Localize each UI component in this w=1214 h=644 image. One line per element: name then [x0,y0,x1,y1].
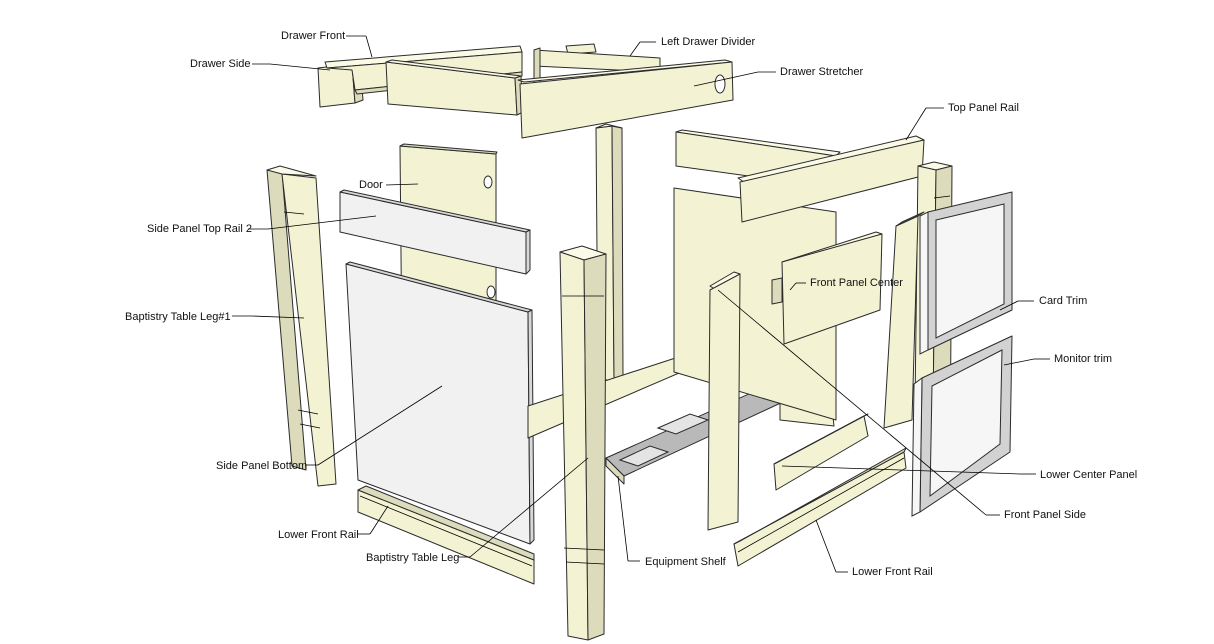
part-baptistry-table-leg-1 [266,165,337,487]
part-side-panel-top-rail-2 [339,189,531,275]
label-drawer-front: Drawer Front [281,30,345,42]
label-lower-center-panel: Lower Center Panel [1040,469,1137,481]
part-right-side-board [883,211,925,429]
part-drawer-panel [385,59,524,116]
label-drawer-stretcher: Drawer Stretcher [780,66,863,78]
door-hole-bottom-icon [486,285,496,299]
label-front-panel-center: Front Panel Center [810,277,903,289]
label-top-panel-rail: Top Panel Rail [948,102,1019,114]
label-baptistry-table-leg: Baptistry Table Leg [366,552,459,564]
label-drawer-side: Drawer Side [190,58,251,70]
label-monitor-trim: Monitor trim [1054,353,1112,365]
label-equipment-shelf: Equipment Shelf [645,556,727,568]
pull-hole-icon [714,74,726,94]
label-side-panel-top-rail-2: Side Panel Top Rail 2 [147,223,252,235]
label-card-trim: Card Trim [1039,295,1087,307]
part-monitor-trim [911,335,1013,517]
label-front-panel-side: Front Panel Side [1004,509,1086,521]
part-lower-front-rail-left [357,485,535,585]
part-lower-center-panel [773,413,869,491]
door-hole-top-icon [483,175,493,189]
label-side-panel-bottom: Side Panel Bottom [216,460,307,472]
labels: Drawer Front Drawer Side Left Drawer Div… [125,30,1137,578]
leader-lines [232,35,1050,573]
label-door: Door [359,179,383,191]
part-front-panel-center [771,231,883,345]
part-drawer-stretcher [517,59,734,139]
leader-door [385,183,419,186]
part-side-panel-bottom [345,261,535,545]
part-front-panel-side [707,271,741,531]
label-lower-front-rail-right: Lower Front Rail [852,566,933,578]
part-baptistry-table-leg [559,245,607,641]
label-left-drawer-divider: Left Drawer Divider [661,36,755,48]
part-card-trim [919,191,1013,355]
label-baptistry-table-leg-1: Baptistry Table Leg#1 [125,311,231,323]
part-lower-front-rail-right [733,447,907,567]
label-lower-front-rail-left: Lower Front Rail [278,529,359,541]
